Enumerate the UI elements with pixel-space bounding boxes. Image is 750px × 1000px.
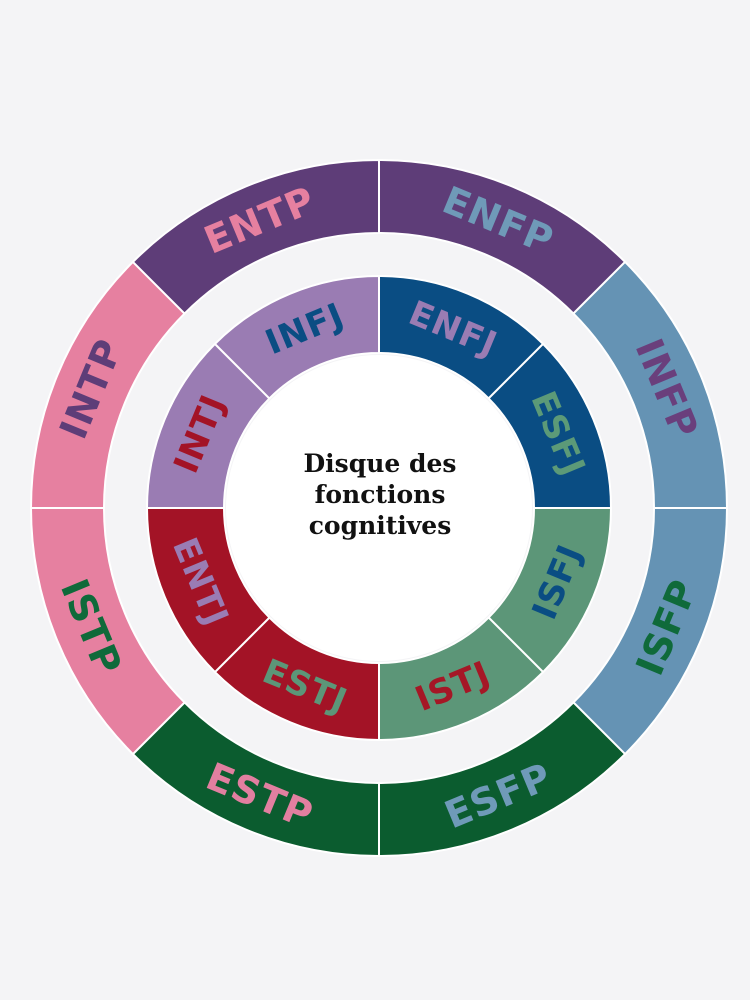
center-title-line-2: fonctions [314,480,446,509]
center-title: Disque des fonctions cognitives [260,448,500,541]
inner-ring-segment-infj [213,274,380,400]
center-title-line-3: cognitives [308,511,452,540]
center-title-line-1: Disque des [303,449,457,478]
center-disk [226,355,532,661]
outer-ring-segment-entp [131,158,380,315]
